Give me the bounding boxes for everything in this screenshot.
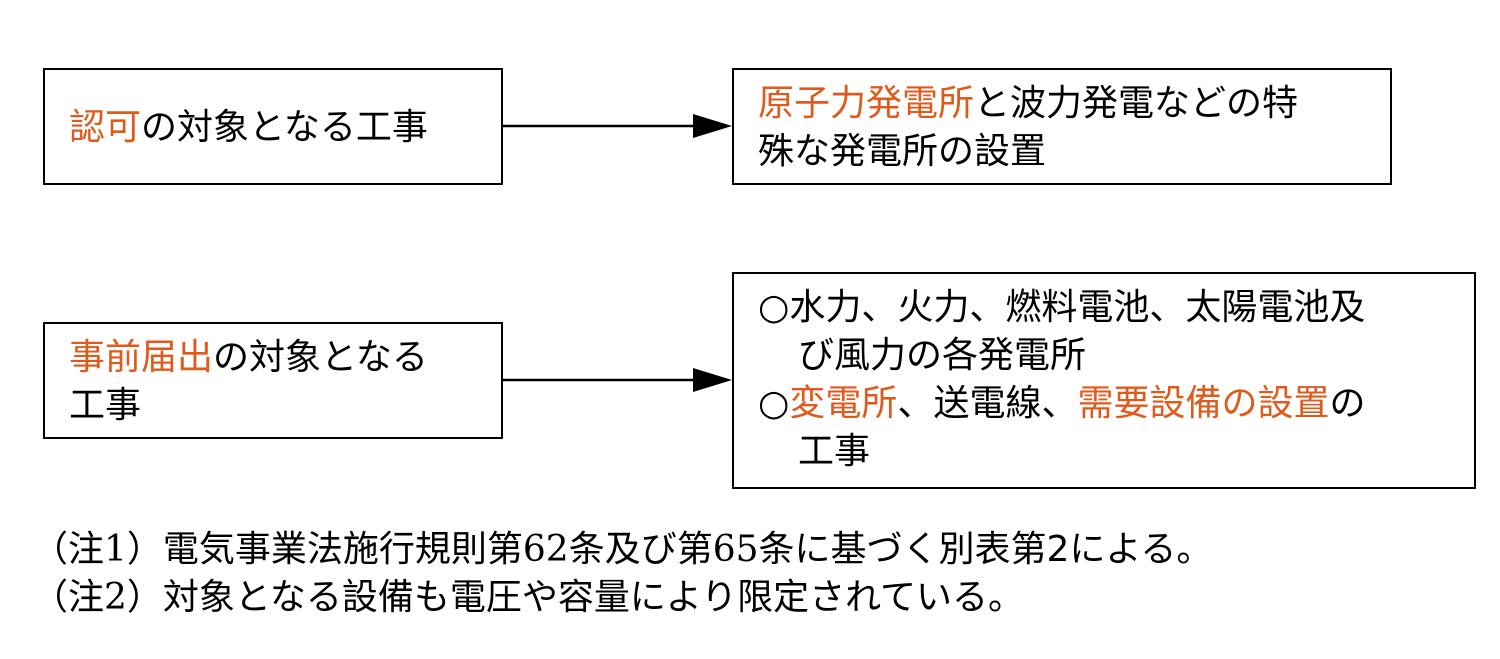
substation-highlight: 変電所 <box>789 383 898 424</box>
approval-target-line-1-rest: と波力発電などの特 <box>974 83 1299 124</box>
approval-target-line-1: 原子力発電所と波力発電などの特 <box>758 80 1380 128</box>
bullet-1-line-2: び風力の各発電所 <box>798 335 1087 376</box>
demand-equipment-highlight: 需要設備の設置 <box>1077 383 1330 424</box>
note-2: （注2）対象となる設備も電圧や容量により限定されている。 <box>32 577 1025 618</box>
notification-target-box: ○水力、火力、燃料電池、太陽電池及 び風力の各発電所 ○変電所、送電線、需要設備… <box>732 272 1476 489</box>
arrow-approval-head <box>693 114 732 138</box>
nuclear-plant-highlight: 原子力発電所 <box>758 83 975 124</box>
bullet-2-text-2: の <box>1329 383 1366 424</box>
bullet-2-line-1: ○変電所、送電線、需要設備の設置の <box>758 380 1464 428</box>
approval-works-box: 認可の対象となる工事 <box>43 68 503 185</box>
notification-works-line-1: 事前届出の対象となる <box>69 334 501 382</box>
approval-works-text: 認可の対象となる工事 <box>69 104 501 152</box>
bullet-2-line-2: 工事 <box>798 431 871 472</box>
notification-line-1-rest: の対象となる <box>213 337 428 378</box>
approval-highlight: 認可 <box>69 107 142 148</box>
arrow-notification-head <box>693 368 732 392</box>
approval-target-line-2: 殊な発電所の設置 <box>758 131 1047 172</box>
footnotes: （注1）電気事業法施行規則第62条及び第65条に基づく別表第2による。 （注2）… <box>32 526 1212 622</box>
note-1-suffix: による。 <box>1069 529 1213 570</box>
bullet-1-line-1: ○水力、火力、燃料電池、太陽電池及 <box>758 284 1464 332</box>
notification-works-box: 事前届出の対象となる 工事 <box>43 322 503 439</box>
bullet-1-circle-icon: ○ <box>758 287 790 328</box>
note-1: （注1）電気事業法施行規則第62条及び第65条に基づく別表第2による。 <box>32 526 1212 574</box>
approval-target-box: 原子力発電所と波力発電などの特 殊な発電所の設置 <box>732 68 1392 185</box>
bullet-1-text: 水力、火力、燃料電池、太陽電池及 <box>789 287 1366 328</box>
bullet-2-text-1: 、送電線、 <box>897 383 1078 424</box>
notification-highlight: 事前届出 <box>69 337 214 378</box>
note-1-prefix: （注1）電気事業法施行規則第62条及び第65条に基づく <box>32 529 939 570</box>
notification-works-line-2: 工事 <box>69 385 142 426</box>
bullet-2-circle-icon: ○ <box>758 383 790 424</box>
note-1-bold: 別表第2 <box>938 529 1070 570</box>
approval-rest: の対象となる工事 <box>141 107 428 148</box>
